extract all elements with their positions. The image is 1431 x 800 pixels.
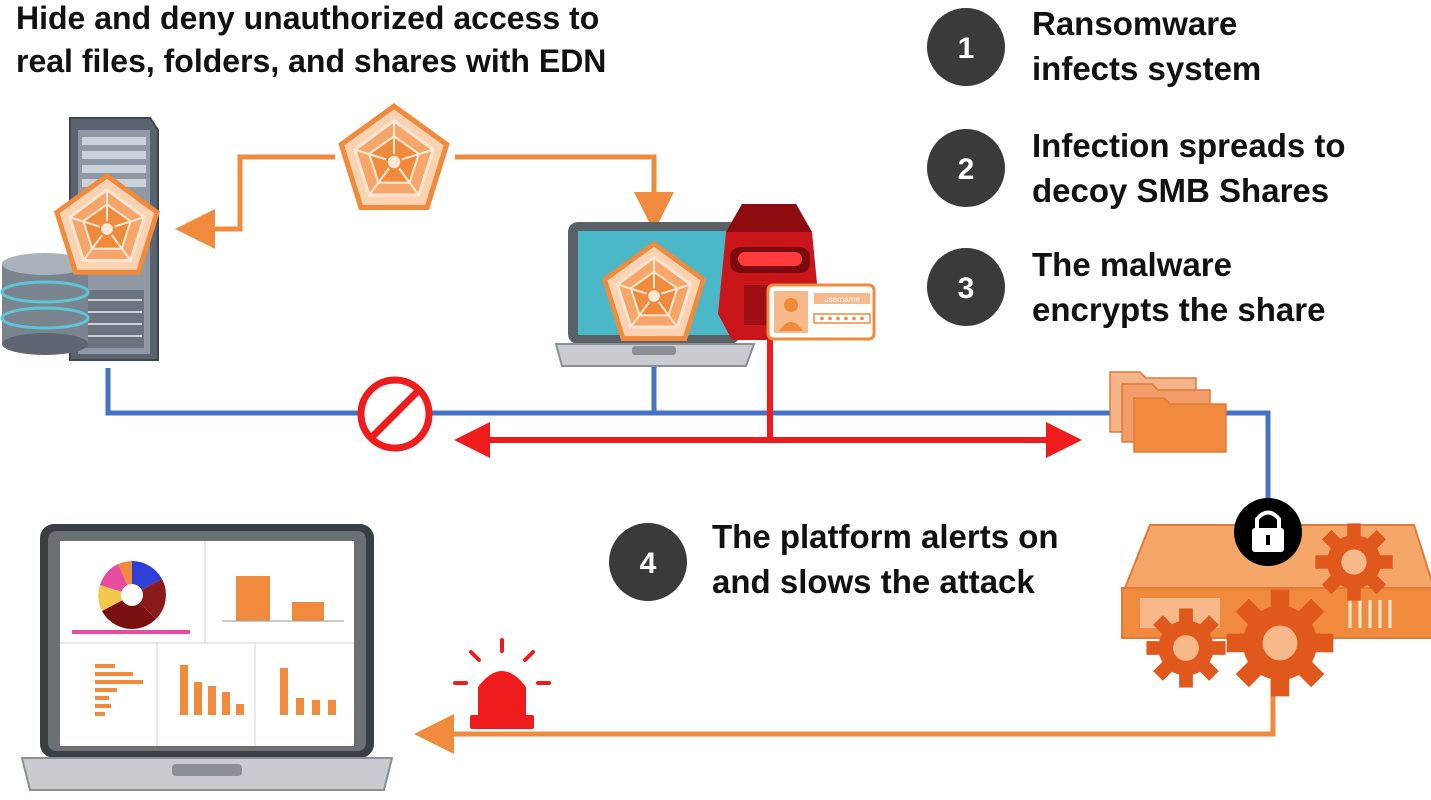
blue-network-line bbox=[105, 366, 1271, 508]
alarm-siren-icon bbox=[453, 638, 551, 729]
step-2-number: 2 bbox=[958, 153, 975, 186]
prohibited-icon bbox=[357, 376, 433, 452]
step-1-number: 1 bbox=[958, 32, 975, 65]
step-4-number: 4 bbox=[640, 547, 657, 580]
step-4: 4 The platform alerts on and slows the a… bbox=[609, 518, 1059, 601]
step-4-line2: and slows the attack bbox=[712, 563, 1035, 600]
step-1-line1: Ransomware bbox=[1032, 5, 1237, 42]
step-3: 3 The malware encrypts the share bbox=[927, 246, 1325, 328]
step-3-line1: The malware bbox=[1032, 246, 1232, 283]
database-icon bbox=[0, 253, 90, 355]
red-attack-arrows bbox=[454, 340, 1082, 458]
step-4-line1: The platform alerts on bbox=[712, 518, 1059, 555]
lock-icon bbox=[1234, 498, 1302, 566]
decoy-pentagon-icon bbox=[341, 106, 446, 207]
id-card-username-label: username bbox=[824, 295, 860, 304]
step-1-line2: infects system bbox=[1032, 50, 1261, 87]
step-3-number: 3 bbox=[958, 272, 975, 305]
dashboard-laptop-icon bbox=[20, 524, 394, 791]
headline-line-1: Hide and deny unauthorized access to bbox=[16, 0, 599, 36]
step-2-line2: decoy SMB Shares bbox=[1032, 172, 1329, 209]
folders-icon bbox=[1109, 371, 1227, 453]
headline-line-2: real files, folders, and shares with EDN bbox=[16, 43, 606, 79]
orange-alert-arrow bbox=[414, 680, 1276, 754]
step-2: 2 Infection spreads to decoy SMB Shares bbox=[927, 127, 1346, 209]
step-2-line1: Infection spreads to bbox=[1032, 127, 1346, 164]
step-1: 1 Ransomware infects system bbox=[927, 5, 1261, 87]
id-card-icon: username bbox=[766, 283, 876, 341]
step-3-line2: encrypts the share bbox=[1032, 291, 1325, 328]
orange-decoy-arrows bbox=[175, 154, 674, 249]
